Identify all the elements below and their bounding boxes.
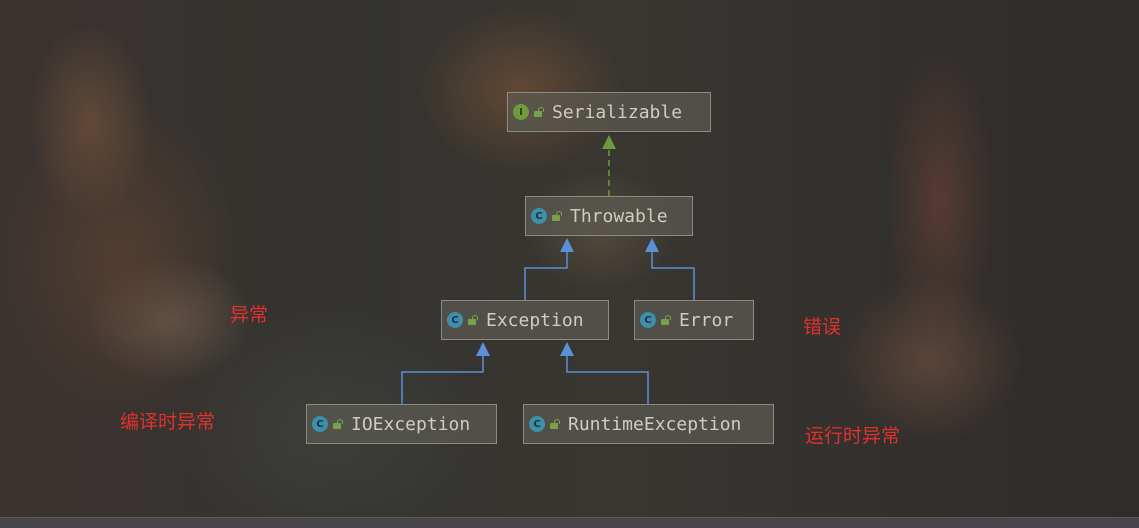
node-label: IOException — [351, 413, 471, 435]
node-label: Exception — [486, 309, 584, 331]
annotation-checked-exception: 编译时异常 — [120, 411, 216, 433]
lock-icon — [549, 418, 560, 429]
arrowhead-throwable-right — [645, 238, 659, 252]
edge-runtimeexception-exception — [566, 356, 649, 404]
class-icon: C — [312, 416, 328, 432]
node-error[interactable]: C Error — [634, 300, 754, 340]
interface-icon: I — [513, 104, 529, 120]
annotation-exception: 异常 — [230, 304, 269, 326]
class-icon: C — [640, 312, 656, 328]
class-icon: C — [531, 208, 547, 224]
lock-icon — [332, 418, 343, 429]
node-exception[interactable]: C Exception — [441, 300, 609, 340]
node-label: Serializable — [552, 101, 683, 123]
annotation-runtime-exception: 运行时异常 — [805, 425, 901, 447]
edge-ioexception-exception — [401, 356, 484, 404]
lock-icon — [467, 314, 478, 325]
node-label: RuntimeException — [568, 413, 742, 435]
node-throwable[interactable]: C Throwable — [525, 196, 693, 236]
arrowhead-serializable — [602, 135, 616, 149]
edge-exception-throwable — [524, 252, 568, 300]
node-serializable[interactable]: I Serializable — [507, 92, 711, 132]
arrowhead-exception-right — [560, 342, 574, 356]
bottom-status-bar — [0, 517, 1139, 528]
annotation-error: 错误 — [803, 316, 842, 338]
node-label: Throwable — [570, 205, 668, 227]
edge-error-throwable — [651, 252, 695, 300]
arrowhead-exception-left — [476, 342, 490, 356]
lock-icon — [533, 106, 544, 117]
node-ioexception[interactable]: C IOException — [306, 404, 497, 444]
lock-icon — [660, 314, 671, 325]
lock-icon — [551, 210, 562, 221]
node-runtimeexception[interactable]: C RuntimeException — [523, 404, 774, 444]
class-icon: C — [529, 416, 545, 432]
class-icon: C — [447, 312, 463, 328]
node-label: Error — [679, 309, 734, 331]
arrowhead-throwable-left — [560, 238, 574, 252]
